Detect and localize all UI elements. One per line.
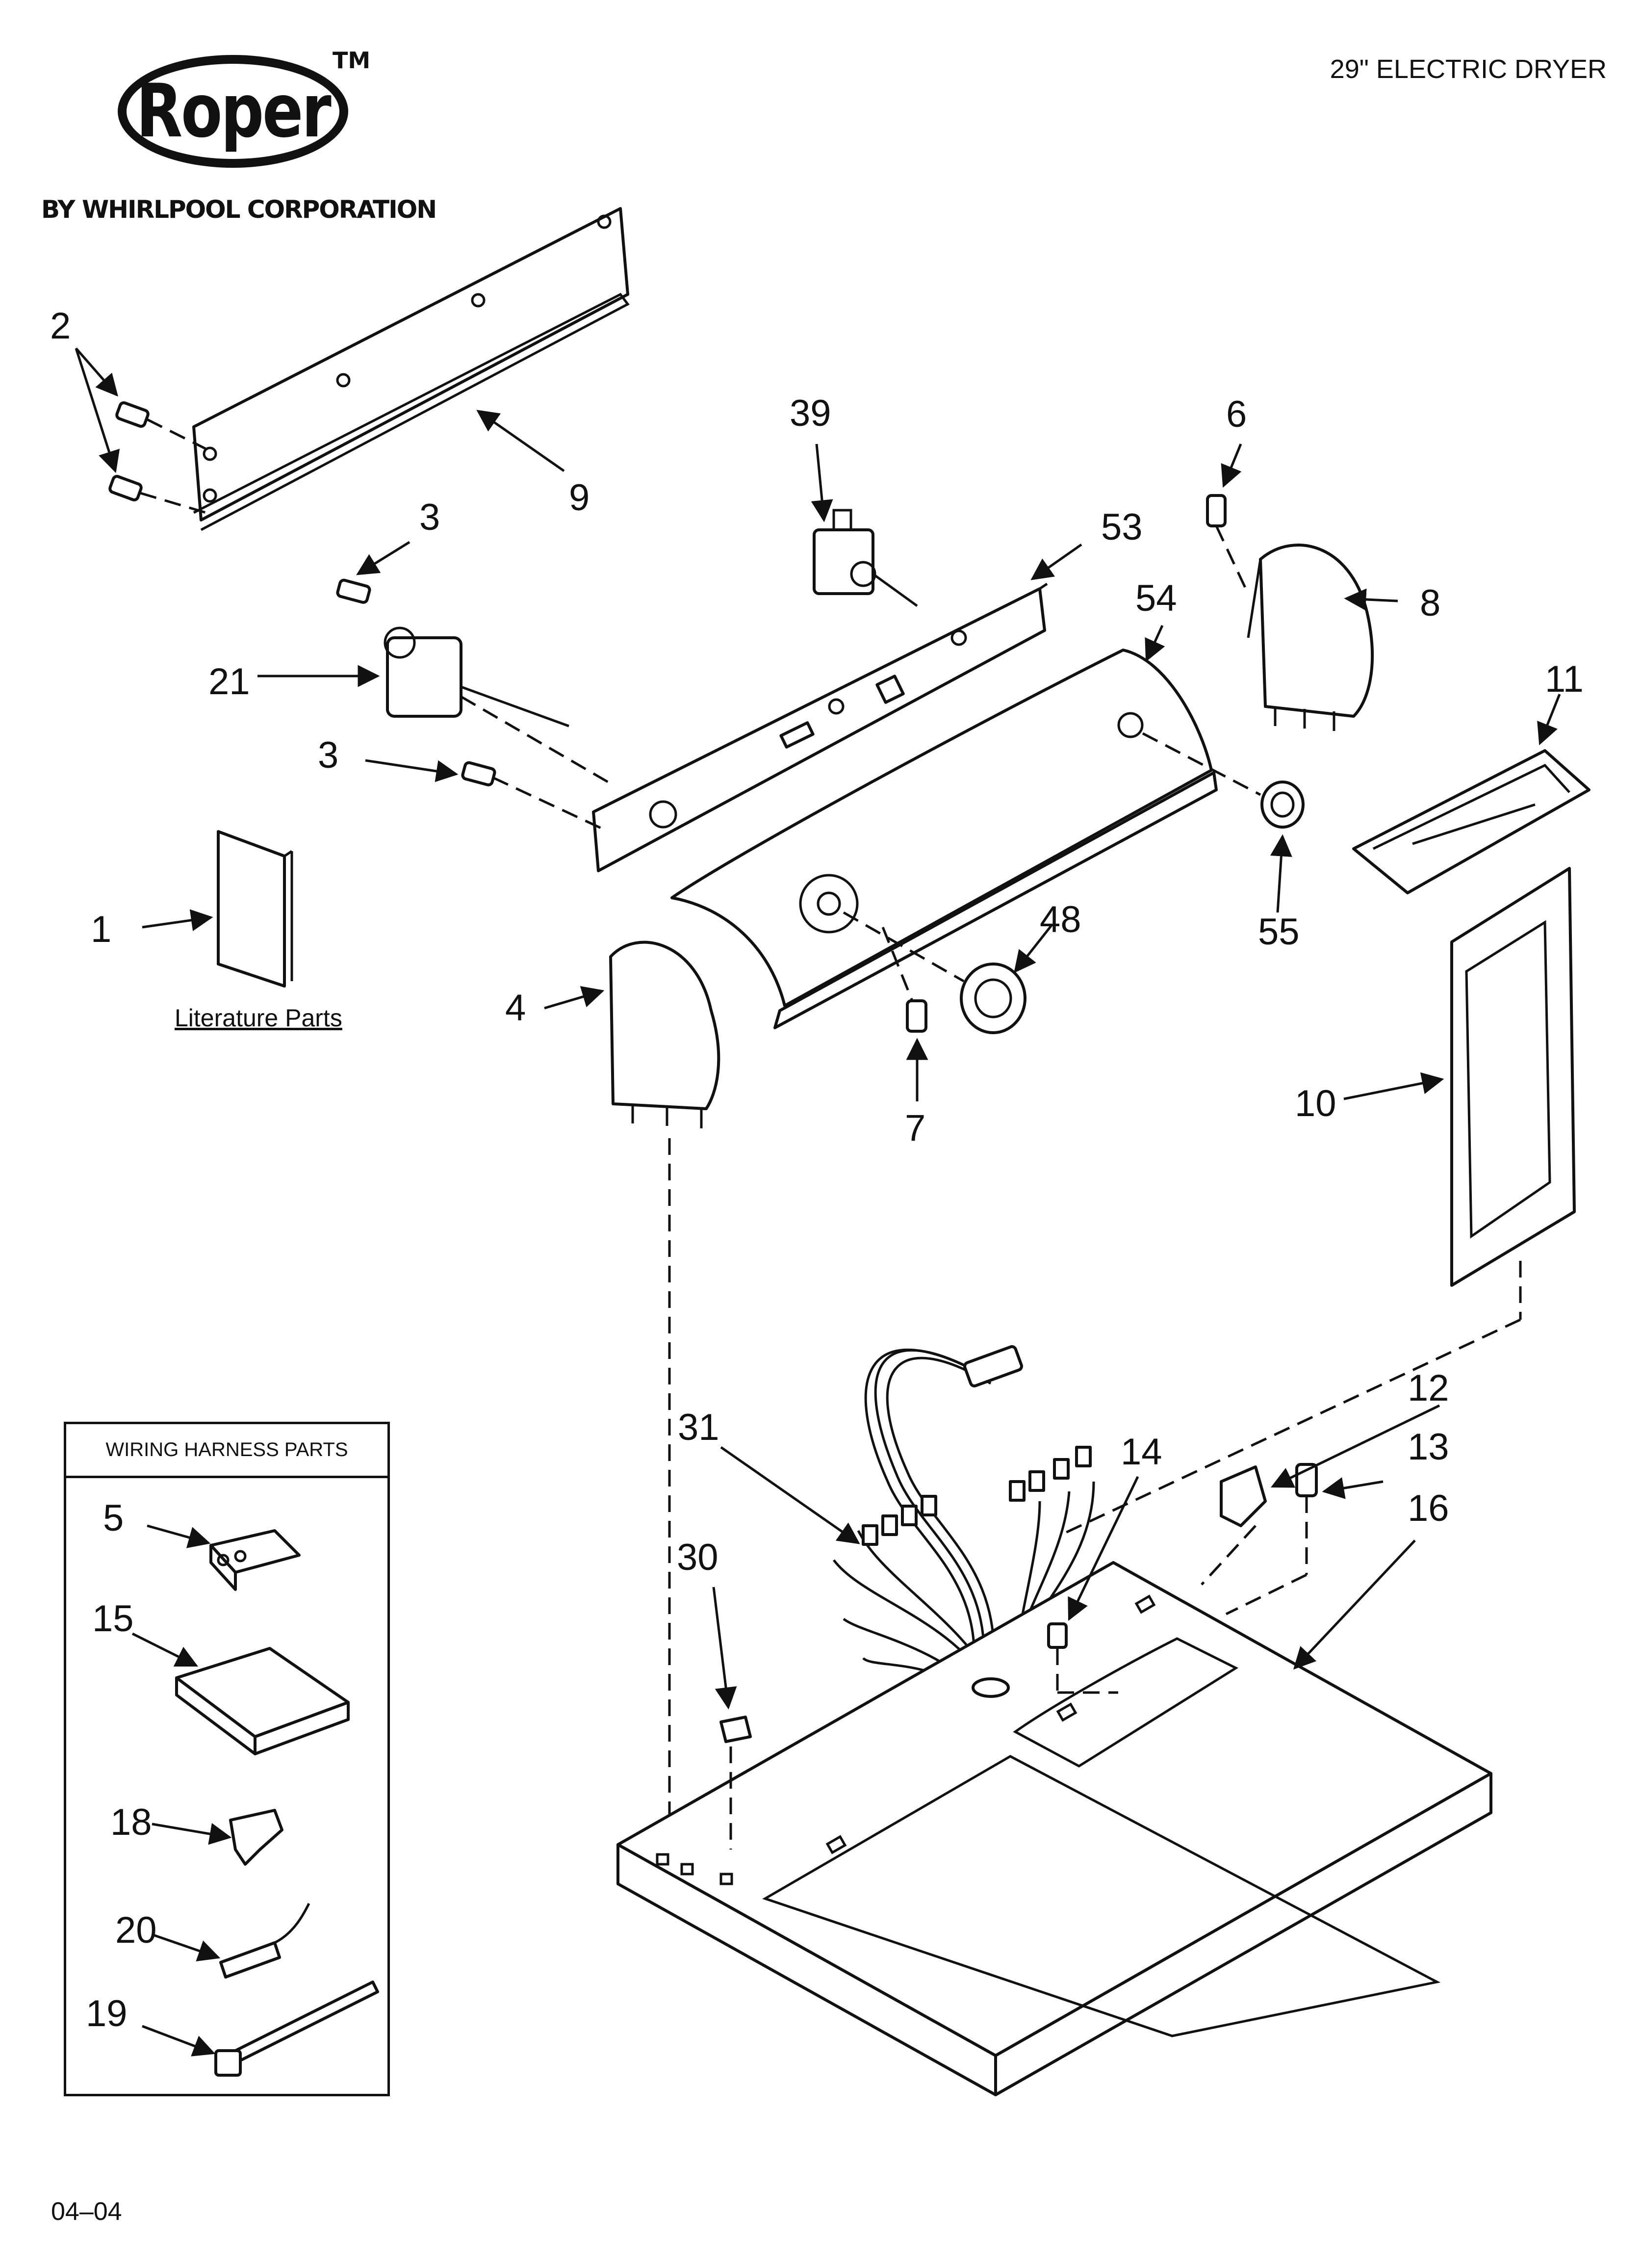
callout-20: 20 <box>115 1909 157 1951</box>
switch-part-21 <box>384 626 614 786</box>
screw-part-6 <box>1206 494 1247 590</box>
literature-part-1 <box>217 830 293 988</box>
literature-parts-label: Literature Parts <box>175 1004 342 1032</box>
callout-30: 30 <box>677 1537 718 1578</box>
callout-15: 15 <box>92 1598 134 1640</box>
callout-12: 12 <box>1408 1367 1449 1409</box>
callout-11: 11 <box>1545 658 1584 700</box>
callout-3-bottom: 3 <box>318 734 338 776</box>
bracket-part-12 <box>1201 1465 1267 1586</box>
brand-subtitle: BY WHIRLPOOL CORPORATION <box>41 195 437 224</box>
dryer-top-part-16 <box>616 1561 1492 2096</box>
terminal-block-part-15 <box>175 1647 350 1755</box>
callout-9: 9 <box>569 477 590 519</box>
terminal-part-20 <box>219 1903 310 1979</box>
callout-16: 16 <box>1408 1487 1449 1529</box>
lint-screen-part-11 <box>1352 749 1591 894</box>
callout-18: 18 <box>110 1801 152 1843</box>
callout-6: 6 <box>1226 393 1247 435</box>
clip-part-30 <box>719 1716 752 1850</box>
control-panel-part-53 <box>592 582 1048 872</box>
callout-19: 19 <box>86 1993 128 2034</box>
callout-4: 4 <box>505 987 526 1029</box>
end-cap-part-8 <box>1247 544 1374 731</box>
console-cover-part-54 <box>670 649 1218 1029</box>
screw-part-7 <box>881 927 927 1033</box>
callout-13: 13 <box>1408 1426 1449 1468</box>
callout-31: 31 <box>678 1407 719 1448</box>
callout-21: 21 <box>208 661 250 703</box>
trademark-mark: TM <box>333 47 371 74</box>
screw-part-3 <box>336 578 604 831</box>
terminal-screw-part-14 <box>1047 1622 1118 1694</box>
callout-leaders <box>75 347 1561 1710</box>
callout-3-top: 3 <box>419 496 440 538</box>
tie-strap-part-19 <box>214 1981 379 2077</box>
wiring-harness-parts-box: WIRING HARNESS PARTS <box>64 1422 390 2096</box>
end-cap-part-4 <box>609 940 720 1845</box>
callout-5: 5 <box>103 1497 124 1539</box>
rear-panel-part-9 <box>192 207 630 531</box>
screw-part-2 <box>108 401 207 514</box>
knob-part-48 <box>843 911 1026 1034</box>
callout-10: 10 <box>1295 1083 1336 1124</box>
callout-2: 2 <box>50 305 71 347</box>
roper-logo-text: Roper <box>136 69 332 154</box>
callout-53: 53 <box>1101 506 1143 548</box>
wire-harness-part-31 <box>833 1345 1095 1733</box>
callout-14: 14 <box>1121 1431 1162 1473</box>
date-code: 04–04 <box>51 2197 122 2226</box>
clip-part-18 <box>229 1809 283 1866</box>
knob-part-55 <box>1142 732 1305 829</box>
callout-7: 7 <box>905 1107 925 1149</box>
wiring-harness-title: WIRING HARNESS PARTS <box>66 1424 387 1478</box>
lint-housing-part-10 <box>1058 867 1576 1537</box>
callout-1: 1 <box>91 909 111 950</box>
timer-part-39 <box>813 509 918 607</box>
callout-8: 8 <box>1420 582 1440 624</box>
screw-part-13 <box>1225 1463 1318 1616</box>
callout-48: 48 <box>1040 899 1081 940</box>
callout-39: 39 <box>790 392 831 434</box>
connector-part-5 <box>209 1529 301 1591</box>
callout-54: 54 <box>1135 577 1177 619</box>
callout-55: 55 <box>1258 911 1300 953</box>
model-title: 29" ELECTRIC DRYER <box>1330 54 1607 84</box>
